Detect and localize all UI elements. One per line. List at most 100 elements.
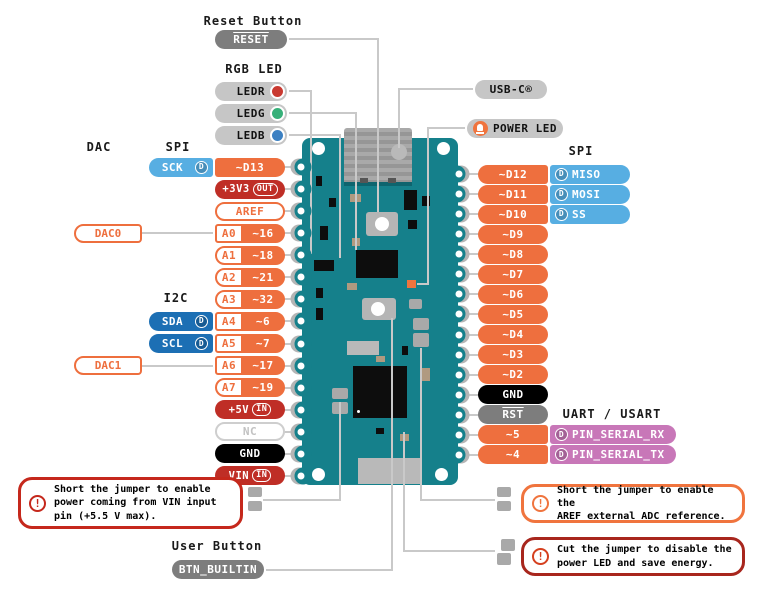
pin-row-left: NC xyxy=(215,422,285,442)
callout-note: !Short the jumper to enable power coming… xyxy=(18,477,243,529)
callout-note: !Short the jumper to enable the AREF ext… xyxy=(521,484,745,523)
aref-jumper-pad xyxy=(413,333,429,347)
uart-usart-header: UART / USART xyxy=(562,407,662,421)
analog-name: A7 xyxy=(217,380,243,396)
user-button-cap xyxy=(371,302,385,316)
user-button-title: User Button xyxy=(171,539,263,553)
smd-component xyxy=(400,434,409,441)
pin-pill-~D7: ~D7 xyxy=(478,264,548,284)
pin-row-right: ~D3 xyxy=(478,345,548,365)
d-badge: D xyxy=(555,207,568,221)
rgb-led-pill-LEDB: LEDB xyxy=(215,126,287,145)
jumper-pad xyxy=(497,487,511,497)
pin-pill-~D9: ~D9 xyxy=(478,224,548,244)
aref-jumper-pad xyxy=(413,318,429,330)
power-led-component xyxy=(407,280,416,288)
pin-pill-A6: A6 ~17 xyxy=(215,356,285,376)
analog-name: A0 xyxy=(217,225,243,241)
pin-row-right: RST xyxy=(478,405,548,425)
d-badge: D xyxy=(555,167,568,181)
main-mcu-chip xyxy=(353,366,407,418)
reset-pill: RESET xyxy=(215,30,287,49)
pin-pill-~D13: ~D13 xyxy=(215,157,285,177)
smd-component xyxy=(316,308,323,320)
rgb-led-title: RGB LED xyxy=(225,62,283,76)
jumper-pad xyxy=(497,553,511,565)
pin-row-right: ~D5 xyxy=(478,304,548,324)
pin-row-left: AREF xyxy=(215,201,285,221)
pin-pill-A1: A1~18 xyxy=(215,245,285,265)
smd-component xyxy=(408,220,417,229)
pin-pill-A0: A0~16 xyxy=(215,223,285,243)
jumper-pad xyxy=(248,501,262,511)
analog-gpio: ~7 xyxy=(255,337,271,351)
warning-icon: ! xyxy=(29,494,46,512)
jumper-pad xyxy=(248,487,262,497)
mcu-pin1-dot xyxy=(357,410,360,413)
pin-pill-~D8: ~D8 xyxy=(478,244,548,264)
user-button-pill: BTN_BUILTIN xyxy=(172,560,264,579)
shield-component xyxy=(347,341,379,355)
power-led-pill: POWER LED xyxy=(467,119,563,138)
pin-pill-~D5: ~D5 xyxy=(478,304,548,324)
smd-component xyxy=(314,260,334,271)
analog-gpio: ~21 xyxy=(252,270,274,284)
smd-component xyxy=(376,428,384,434)
warning-icon: ! xyxy=(532,495,549,512)
pin-pill-~D10: ~D10 xyxy=(478,204,548,224)
analog-name: A4 xyxy=(217,313,243,329)
d-badge: D xyxy=(195,160,208,174)
analog-gpio: ~19 xyxy=(252,381,274,395)
vin-jumper-pad xyxy=(332,402,348,414)
arduino-board xyxy=(302,128,458,485)
pin-pill-NC: NC xyxy=(215,422,285,442)
smd-component xyxy=(360,178,368,183)
reset-button-title: Reset Button xyxy=(203,14,303,28)
pin-row-left: A7 ~19 xyxy=(215,378,285,398)
pin-pill-GND: GND xyxy=(215,444,285,464)
mounting-hole xyxy=(311,141,325,155)
bottom-connector xyxy=(358,458,420,484)
jumper-pad xyxy=(497,501,511,511)
analog-name: A1 xyxy=(217,247,243,263)
smd-component xyxy=(316,176,322,186)
pin-row-right: ~D7 xyxy=(478,264,548,284)
pin-pill-~D4: ~D4 xyxy=(478,325,548,345)
smd-component xyxy=(376,356,385,362)
mounting-hole xyxy=(311,467,325,481)
pin-row-left: A6 ~17 xyxy=(215,356,285,376)
smd-component xyxy=(422,196,430,206)
smd-component xyxy=(320,226,328,240)
smd-component xyxy=(329,198,336,207)
pin-pill-GND: GND xyxy=(478,385,548,405)
pin-pill-A7: A7 ~19 xyxy=(215,378,285,398)
d-badge: D xyxy=(555,187,568,201)
analog-name: A6 xyxy=(217,358,243,374)
analog-gpio: ~32 xyxy=(252,292,274,306)
usb-connector-strip xyxy=(344,182,412,186)
pin-pill-A2: A2~21 xyxy=(215,267,285,287)
mounting-hole xyxy=(434,467,448,481)
pin-pill-A4: A4 ~6 xyxy=(215,311,285,331)
analog-gpio: ~17 xyxy=(252,359,274,373)
analog-gpio: ~6 xyxy=(255,314,271,328)
usb-connector-dome xyxy=(391,144,407,160)
dac-header: DAC xyxy=(86,140,112,154)
i2c-header: I2C xyxy=(163,291,189,305)
pin-pill-~4: ~4 xyxy=(478,445,548,465)
pin-row-left: A1~18 xyxy=(215,245,285,265)
pin-pill-A5: A5~7 xyxy=(215,334,285,354)
